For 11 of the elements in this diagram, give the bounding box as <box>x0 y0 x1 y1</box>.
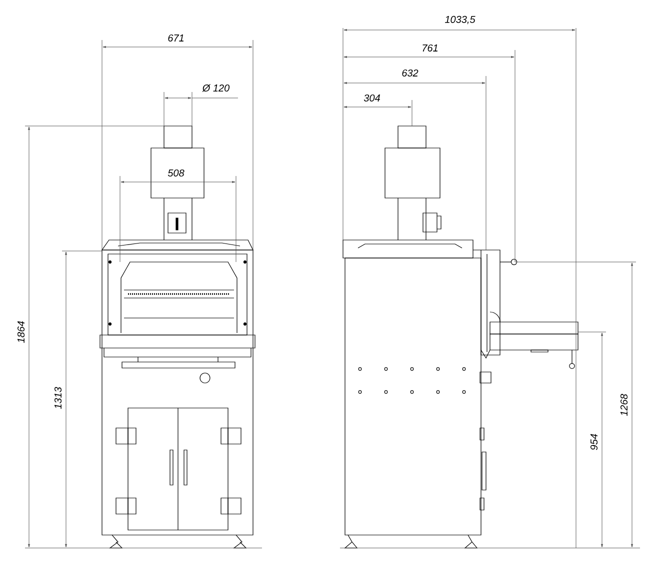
dimension-label: 632 <box>402 69 418 77</box>
dimension-label: 671 <box>168 34 184 42</box>
dimension-label: 1033,5 <box>444 16 476 24</box>
dimension-label: 1313 <box>54 386 62 409</box>
dimension-label: 508 <box>168 169 184 177</box>
dimension-label: 954 <box>590 434 598 450</box>
dimension-label: 1268 <box>620 394 628 416</box>
dimension-label: 304 <box>364 94 380 102</box>
dimension-label: 1864 <box>17 321 25 343</box>
dimension-label: Ø 120 <box>202 84 230 92</box>
dimension-label: 761 <box>422 44 438 52</box>
